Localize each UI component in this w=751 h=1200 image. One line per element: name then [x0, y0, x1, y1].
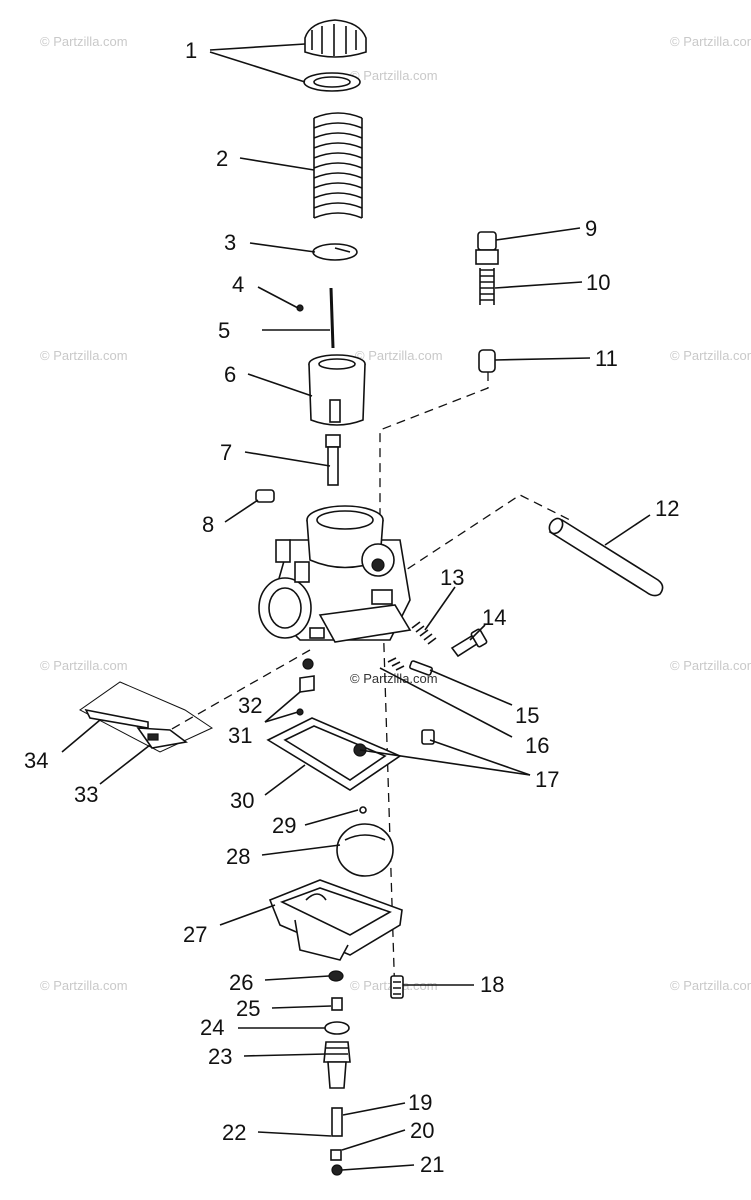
callout-9: 9 [585, 216, 597, 241]
leader-lines [61, 43, 651, 1171]
part-mixture-screw [387, 621, 488, 676]
part-carburetor-body [258, 505, 412, 643]
part-float-bowl [268, 879, 403, 961]
part-cap [303, 19, 367, 92]
callout-6: 6 [224, 362, 236, 387]
callout-22: 22 [222, 1120, 246, 1145]
callout-2: 2 [216, 146, 228, 171]
callout-20: 20 [410, 1118, 434, 1143]
part-throttle-valve [308, 354, 366, 426]
callout-18: 18 [480, 972, 504, 997]
part-pin [359, 806, 367, 814]
callout-1: 1 [185, 38, 197, 63]
part-retainer-plate [312, 243, 358, 261]
watermark: © Partzilla.com [670, 34, 751, 49]
part-rod [548, 517, 664, 597]
assembly-guides [169, 372, 571, 1001]
watermark: © Partzilla.com [670, 978, 751, 993]
callout-13: 13 [440, 565, 464, 590]
callout-5: 5 [218, 318, 230, 343]
part-pilot-screw [475, 231, 499, 373]
watermark: © Partzilla.com [355, 348, 443, 363]
part-screw-17 [421, 729, 435, 745]
part-needle-jet [325, 434, 341, 486]
callout-34: 34 [24, 748, 48, 773]
callout-labels: 1 2 3 4 5 6 7 8 9 10 11 12 13 14 15 16 1… [24, 38, 679, 1177]
callout-29: 29 [272, 813, 296, 838]
callout-30: 30 [230, 788, 254, 813]
callout-8: 8 [202, 512, 214, 537]
callout-31: 31 [228, 723, 252, 748]
callout-16: 16 [525, 733, 549, 758]
callout-19: 19 [408, 1090, 432, 1115]
callout-28: 28 [226, 844, 250, 869]
callout-24: 24 [200, 1015, 224, 1040]
watermark: © Partzilla.com [670, 348, 751, 363]
callout-33: 33 [74, 782, 98, 807]
callout-12: 12 [655, 496, 679, 521]
callout-11: 11 [595, 346, 618, 371]
watermark: © Partzilla.com [40, 34, 128, 49]
callout-4: 4 [232, 272, 244, 297]
part-gasket [266, 717, 402, 791]
part-bracket [79, 681, 214, 753]
watermark-center: © Partzilla.com [350, 671, 438, 686]
callout-25: 25 [236, 996, 260, 1021]
watermark: © Partzilla.com [40, 658, 128, 673]
watermark: © Partzilla.com [670, 658, 751, 673]
callout-7: 7 [220, 440, 232, 465]
callout-3: 3 [224, 230, 236, 255]
part-main-jet-assembly [323, 970, 351, 1176]
part-plug [255, 489, 275, 503]
callout-26: 26 [229, 970, 253, 995]
part-drain-screw [390, 975, 404, 999]
callout-15: 15 [515, 703, 539, 728]
part-jet [296, 658, 315, 716]
watermarks: © Partzilla.com © Partzilla.com © Partzi… [40, 34, 751, 993]
watermark: © Partzilla.com [40, 978, 128, 993]
part-needle [296, 287, 335, 349]
callout-14: 14 [482, 605, 506, 630]
callout-32: 32 [238, 693, 262, 718]
part-float [336, 823, 394, 877]
watermark: © Partzilla.com [40, 348, 128, 363]
callout-17: 17 [535, 767, 559, 792]
callout-21: 21 [420, 1152, 444, 1177]
callout-10: 10 [586, 270, 610, 295]
callout-27: 27 [183, 922, 207, 947]
callout-23: 23 [208, 1044, 232, 1069]
part-spring [313, 112, 363, 219]
watermark: © Partzilla.com [350, 68, 438, 83]
